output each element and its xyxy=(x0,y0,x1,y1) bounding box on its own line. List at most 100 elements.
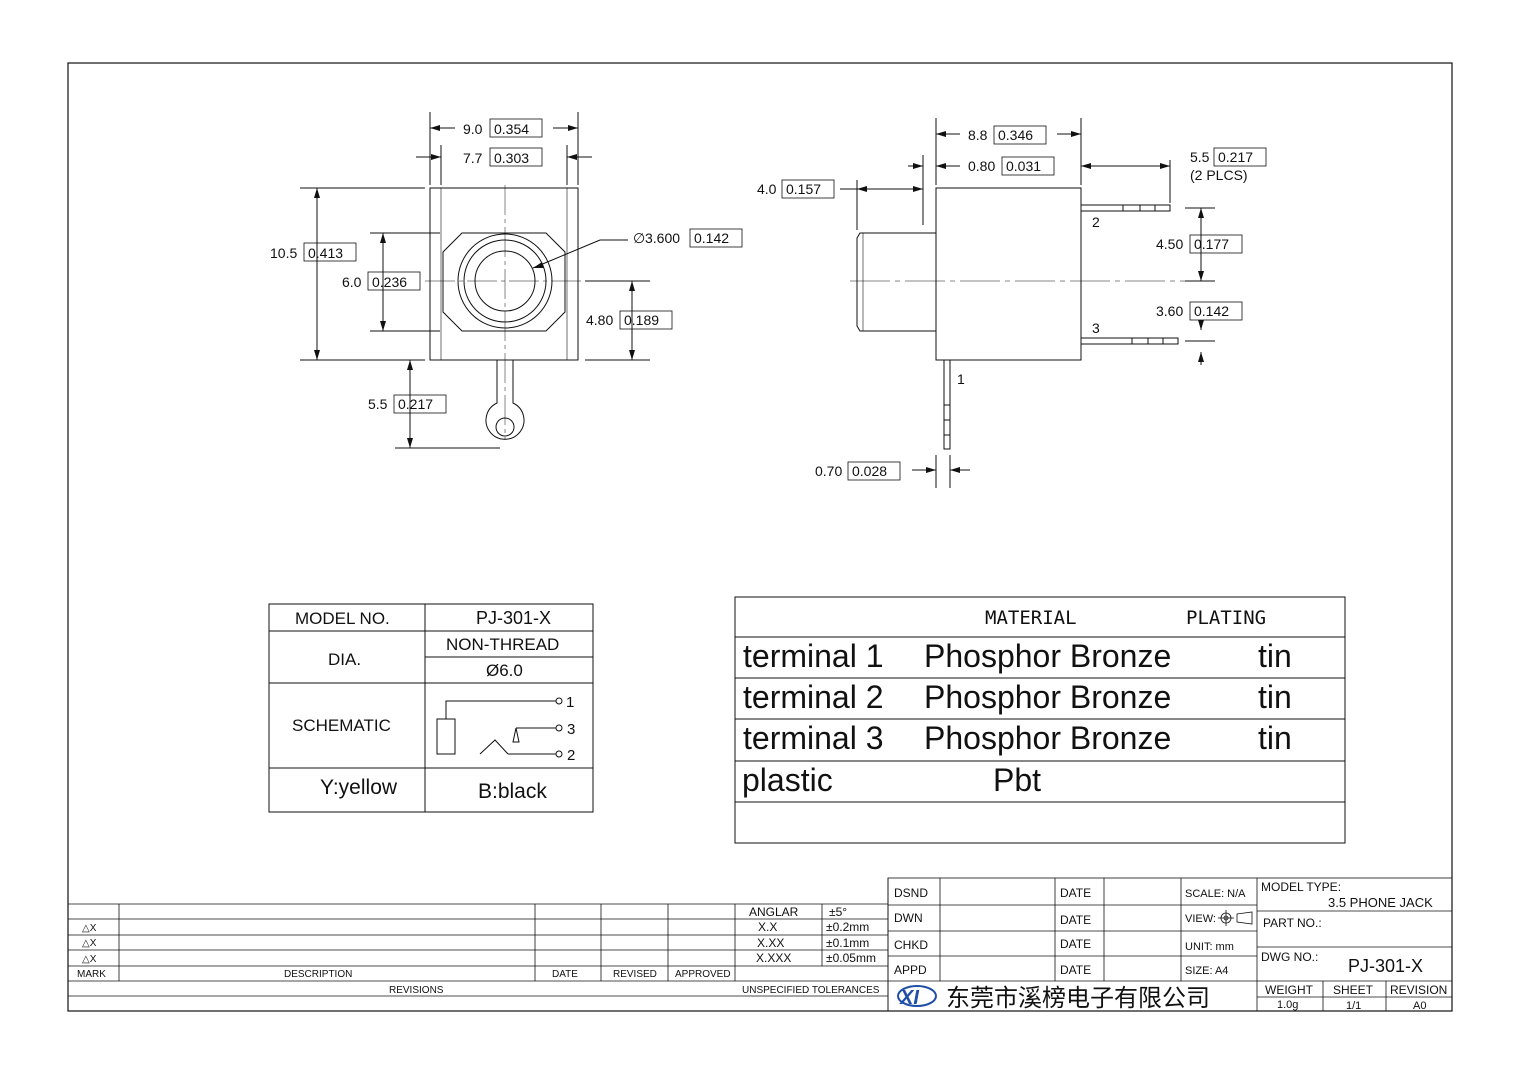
tol-value-3: ±0.1mm xyxy=(826,936,869,950)
pin-label-1: 1 xyxy=(957,371,965,387)
row-1-material: Phosphor Bronze xyxy=(924,638,1171,674)
dim-pin-thickness-in: 0.028 xyxy=(852,463,887,479)
dim-height-inner-mm: 6.0 xyxy=(342,274,362,290)
row-2-material: Phosphor Bronze xyxy=(924,679,1171,715)
pin-label-3: 3 xyxy=(1092,320,1100,336)
dwg-no-label: DWG NO.: xyxy=(1261,950,1318,964)
date-label-2: DATE xyxy=(1060,913,1091,927)
row-2-part: terminal 2 xyxy=(743,679,884,715)
spec-dia-label: DIA. xyxy=(328,650,361,669)
material-table xyxy=(734,596,1346,844)
dim-pin-spacing-lower-in: 0.142 xyxy=(1194,303,1229,319)
side-arrows xyxy=(857,131,1204,473)
rev-header-approved: APPROVED xyxy=(675,969,731,980)
svg-text:XI: XI xyxy=(899,987,919,1009)
dim-lug-in: 0.217 xyxy=(398,396,433,412)
dim-width-inner-mm: 7.7 xyxy=(463,150,483,166)
dim-width-outer-mm: 9.0 xyxy=(463,121,483,137)
row-1-part: terminal 1 xyxy=(743,638,884,674)
revision-label: REVISION xyxy=(1390,983,1447,997)
rev-mark-1: △X xyxy=(82,923,97,934)
front-lug-hole xyxy=(495,417,515,437)
dim-pin-spacing-upper-mm: 4.50 xyxy=(1156,236,1183,252)
front-arrows xyxy=(314,125,635,448)
model-type-label: MODEL TYPE: xyxy=(1261,880,1341,894)
tol-footer: UNSPECIFIED TOLERANCES xyxy=(742,985,880,996)
tol-label-1: ANGLAR xyxy=(749,905,799,919)
dim-body-length-mm: 8.8 xyxy=(968,127,988,143)
unit-text: UNIT: mm xyxy=(1185,941,1234,953)
spec-schematic-pin-1: 1 xyxy=(566,694,574,711)
dim-barrel-mm: 4.0 xyxy=(757,181,777,197)
model-type-value: 3.5 PHONE JACK xyxy=(1328,895,1433,910)
side-pin-2 xyxy=(1080,204,1171,212)
tol-value-4: ±0.05mm xyxy=(826,951,876,965)
dim-hole-symbol: ∅ xyxy=(633,230,645,246)
schematic-symbol xyxy=(436,697,563,758)
row-4-material: Pbt xyxy=(993,762,1041,798)
row-3-part: terminal 3 xyxy=(743,720,884,756)
side-barrel xyxy=(856,232,936,332)
dim-height-inner-in: 0.236 xyxy=(372,274,407,290)
rev-header-date: DATE xyxy=(552,969,578,980)
front-body-outline xyxy=(429,187,579,361)
dwg-no-value: PJ-301-X xyxy=(1348,956,1423,976)
sheet-border xyxy=(67,62,1453,1012)
dim-barrel-in: 0.157 xyxy=(786,181,821,197)
dim-pin-length-in: 0.217 xyxy=(1218,149,1253,165)
spec-table-text: MODEL NO. PJ-301-X DIA. NON-THREAD Ø6.0 … xyxy=(292,608,575,803)
dim-flange-in: 0.031 xyxy=(1006,158,1041,174)
rev-footer: REVISIONS xyxy=(389,985,444,996)
spec-dia-value: Ø6.0 xyxy=(486,661,523,680)
rev-mark-3: △X xyxy=(82,954,97,965)
side-body xyxy=(935,187,1082,361)
date-label-3: DATE xyxy=(1060,937,1091,951)
dim-pin-spacing-lower-mm: 3.60 xyxy=(1156,303,1183,319)
front-dim-text: 9.0 0.354 7.7 0.303 10.5 0.413 6.0 0.236… xyxy=(270,118,743,414)
revision-value: A0 xyxy=(1413,1000,1426,1012)
dim-lug-mm: 5.5 xyxy=(368,396,388,412)
tol-label-3: X.XX xyxy=(757,936,784,950)
part-no-label: PART NO.: xyxy=(1263,916,1322,930)
company-logo-icon: XI xyxy=(897,985,937,1009)
material-header: MATERIAL xyxy=(985,607,1077,629)
spec-schematic-pin-2: 2 xyxy=(567,747,575,764)
dim-hole-mm: 3.600 xyxy=(645,230,680,246)
spec-table xyxy=(268,603,594,813)
spec-model-value: PJ-301-X xyxy=(476,608,551,628)
dim-pin-length-note: (2 PLCS) xyxy=(1190,167,1248,183)
hole-leader xyxy=(532,239,601,269)
company-name: 东莞市溪榜电子有限公司 xyxy=(946,984,1210,1012)
sheet-value: 1/1 xyxy=(1346,1000,1361,1012)
pin-label-2: 2 xyxy=(1092,214,1100,230)
dim-flange-mm: 0.80 xyxy=(968,158,995,174)
front-body-inner xyxy=(440,187,568,361)
scale-text: SCALE: N/A xyxy=(1185,888,1246,900)
dim-center-mm: 4.80 xyxy=(586,312,613,328)
spec-dia-type: NON-THREAD xyxy=(446,635,559,654)
row-2-plating: tin xyxy=(1258,679,1292,715)
projection-symbol-icon xyxy=(1218,910,1253,926)
title-block-text: DSND DWN CHKD APPD DATE DATE DATE DATE S… xyxy=(894,880,1447,1012)
date-label-1: DATE xyxy=(1060,886,1091,900)
side-view xyxy=(840,118,1215,488)
row-3-plating: tin xyxy=(1258,720,1292,756)
spec-color-b: B:black xyxy=(478,780,547,803)
dim-width-inner-in: 0.303 xyxy=(494,150,529,166)
title-block xyxy=(887,877,1453,1012)
dim-pin-length-mm: 5.5 xyxy=(1190,149,1210,165)
tol-label-2: X.X xyxy=(758,920,777,934)
rev-header-revised: REVISED xyxy=(613,969,657,980)
front-lug xyxy=(485,360,525,440)
date-label-4: DATE xyxy=(1060,963,1091,977)
view-text: VIEW: xyxy=(1185,913,1216,925)
dim-height-outer-mm: 10.5 xyxy=(270,245,297,261)
front-flange xyxy=(442,232,566,332)
dim-pin-thickness-mm: 0.70 xyxy=(815,463,842,479)
signoff-appd: APPD xyxy=(894,963,927,977)
spec-schematic-label: SCHEMATIC xyxy=(292,716,391,735)
spec-schematic-pin-3: 3 xyxy=(567,721,575,738)
row-3-material: Phosphor Bronze xyxy=(924,720,1171,756)
weight-label: WEIGHT xyxy=(1265,983,1314,997)
spec-color-y: Y:yellow xyxy=(320,776,398,799)
